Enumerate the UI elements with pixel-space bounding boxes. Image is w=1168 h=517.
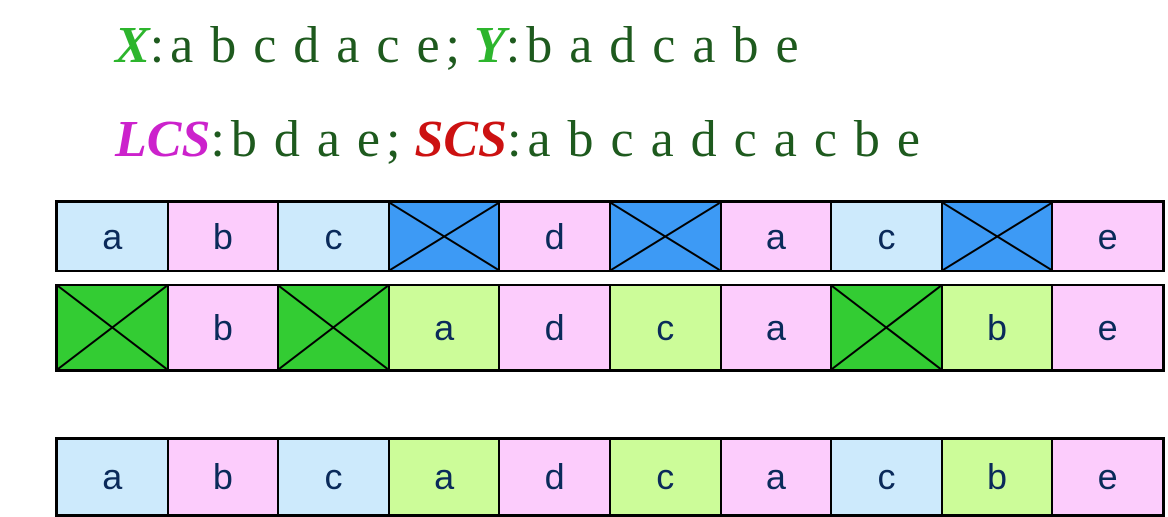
cross-icon	[390, 203, 499, 270]
cross-icon	[58, 286, 167, 369]
cell-symbol: b	[987, 306, 1008, 348]
symbol-cell: a	[719, 203, 831, 270]
symbol-cell: d	[498, 286, 609, 369]
sequences-line: X:a b c d a c e;Y:b a d c a b e	[115, 16, 801, 75]
lcs-sequence: b d a e	[230, 111, 382, 168]
symbol-cell: c	[608, 286, 720, 369]
cell-symbol: a	[102, 215, 123, 257]
cross-icon	[611, 203, 720, 270]
y-colon: :	[505, 17, 521, 74]
gap-cell	[58, 286, 167, 369]
cell-symbol: a	[765, 306, 786, 348]
symbol-cell: c	[277, 203, 388, 270]
symbol-cell: b	[166, 440, 278, 514]
cell-symbol: c	[656, 306, 675, 348]
y-sequence: b a d c a b e	[526, 17, 801, 74]
cell-symbol: c	[877, 215, 896, 257]
lcs-label: LCS	[115, 111, 211, 168]
x-sequence: a b c d a c e	[170, 17, 442, 74]
symbol-cell: b	[166, 203, 278, 270]
symbol-cell: c	[277, 440, 388, 514]
cell-symbol: a	[765, 456, 786, 497]
cell-symbol: c	[324, 215, 343, 257]
symbol-cell: a	[387, 440, 499, 514]
cell-symbol: c	[324, 456, 343, 497]
cell-symbol: b	[212, 215, 233, 257]
symbol-cell: a	[719, 440, 831, 514]
lcs-colon: :	[210, 111, 225, 168]
cell-symbol: e	[1097, 306, 1118, 348]
symbol-cell: a	[58, 440, 167, 514]
scs-label: SCS	[414, 111, 507, 168]
symbol-cell: d	[498, 203, 609, 270]
cell-symbol: c	[656, 456, 675, 497]
cell-symbol: b	[212, 456, 233, 497]
gap-cell	[830, 286, 941, 369]
symbol-cell: b	[940, 286, 1052, 369]
symbol-cell: d	[498, 440, 609, 514]
cell-symbol: d	[544, 306, 565, 348]
gap-cell	[940, 203, 1052, 270]
symbol-cell: c	[830, 440, 941, 514]
cell-symbol: e	[1097, 456, 1118, 497]
cell-symbol: a	[102, 456, 123, 497]
results-line: LCS:b d a e;SCS:a b c a d c a c b e	[115, 110, 922, 169]
cross-icon	[832, 286, 941, 369]
symbol-cell: e	[1051, 203, 1162, 270]
symbol-cell: a	[387, 286, 499, 369]
symbol-cell: e	[1051, 286, 1162, 369]
cell-symbol: a	[434, 306, 455, 348]
separator-2: ;	[386, 111, 401, 168]
symbol-cell: e	[1051, 440, 1162, 514]
x-colon: :	[149, 17, 165, 74]
cross-icon	[943, 203, 1052, 270]
x-label: X	[115, 17, 150, 74]
gap-cell	[277, 286, 388, 369]
gap-cell	[608, 203, 720, 270]
symbol-cell: c	[608, 440, 720, 514]
y-label: Y	[474, 17, 506, 74]
symbol-cell: c	[830, 203, 941, 270]
symbol-cell: a	[719, 286, 831, 369]
cell-symbol: d	[544, 456, 565, 497]
gap-cell	[387, 203, 499, 270]
cell-symbol: d	[544, 215, 565, 257]
scs-colon: :	[506, 111, 522, 168]
symbol-cell: b	[940, 440, 1052, 514]
cell-symbol: a	[434, 456, 455, 497]
cell-symbol: b	[987, 456, 1008, 497]
symbol-cell: b	[166, 286, 278, 369]
separator-1: ;	[445, 17, 460, 74]
cross-icon	[279, 286, 388, 369]
scs-sequence: a b c a d c a c b e	[527, 111, 922, 168]
cell-symbol: e	[1097, 215, 1118, 257]
cell-symbol: b	[212, 306, 233, 348]
cell-symbol: c	[877, 456, 896, 497]
symbol-cell: a	[58, 203, 167, 270]
cell-symbol: a	[765, 215, 786, 257]
